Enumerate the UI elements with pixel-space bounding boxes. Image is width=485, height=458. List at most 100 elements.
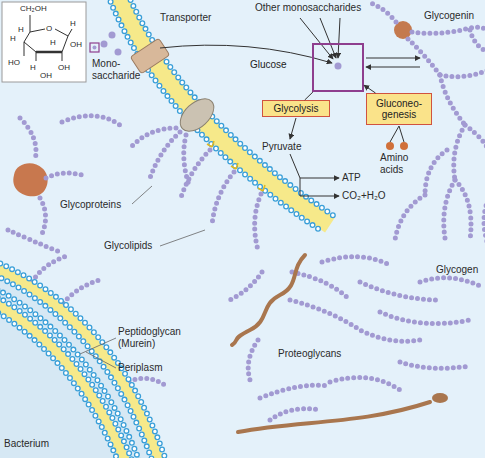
glucose-dot <box>93 46 97 50</box>
sugar-chain <box>255 194 261 250</box>
formula-atom: OH <box>58 63 70 72</box>
sugar-chain <box>465 125 485 150</box>
sugar-chain <box>32 255 70 282</box>
input-arrow <box>320 18 336 58</box>
leader-line <box>160 230 205 246</box>
part-label: CO₂+H₂O <box>342 190 386 202</box>
part-label: ATP <box>342 172 361 184</box>
uptake-arrow <box>160 45 332 63</box>
core-protein <box>232 255 305 345</box>
monosaccharide-dot <box>115 49 122 56</box>
sugar-chain <box>150 132 180 178</box>
sugar-chain <box>212 172 234 225</box>
leader-line <box>132 186 152 204</box>
formula-atom: H <box>70 19 76 28</box>
input-arrow <box>338 18 340 58</box>
ring-bond-bold <box>36 51 62 54</box>
part-label: Bacterium <box>4 438 49 450</box>
sugar-chain <box>440 75 465 125</box>
sugar-chain <box>395 195 425 240</box>
sugar-chain <box>63 280 100 303</box>
process-box: Gluconeo- genesis <box>366 93 432 125</box>
sugar-chain <box>420 278 480 286</box>
monosaccharide-dot <box>101 41 108 48</box>
sugar-chain <box>412 27 485 33</box>
connector-arrow <box>305 92 313 100</box>
cell-membrane <box>111 0 338 232</box>
formula-atom: OH <box>70 40 82 49</box>
leader-line <box>86 352 116 368</box>
lipid-marker <box>207 141 265 191</box>
amino-acid-dot <box>386 142 394 150</box>
proteoglycans <box>230 255 480 432</box>
glucose-marker <box>90 43 99 52</box>
transporter-protein <box>130 38 169 73</box>
process-box: Glycolysis <box>262 100 330 117</box>
leader-line <box>80 338 116 354</box>
sugar-chain <box>8 230 60 252</box>
sugar-chain <box>230 272 262 300</box>
glycolysis-arrow <box>290 118 296 139</box>
protein-knob <box>432 393 448 403</box>
part-label: Glycoproteins <box>60 199 121 211</box>
part-label: Glycogen <box>436 264 478 276</box>
sugar-chain <box>292 272 350 300</box>
part-label: Pyruvate <box>262 141 301 153</box>
sugar-chain <box>444 180 455 238</box>
sugar-chain <box>322 257 390 265</box>
sugar-chain <box>454 125 465 180</box>
sugar-chain <box>20 118 36 160</box>
formula-atom: CH₂OH <box>20 4 47 13</box>
connector-arrow <box>364 85 376 93</box>
pool-box: Glucose <box>312 43 364 92</box>
part-label: Peptidoglycan (Murein) <box>118 326 198 349</box>
formula-atom: OH <box>40 71 52 80</box>
sugar-chain <box>270 409 320 420</box>
formula-atom: HO <box>8 58 20 67</box>
node-label: Glucose <box>250 59 287 71</box>
sugar-chain <box>360 282 440 300</box>
sugar-chain <box>408 39 440 75</box>
sugar-chain <box>40 198 46 234</box>
glucose-dot <box>335 63 342 70</box>
formula-atom: H <box>30 63 36 72</box>
amino-acid-dot <box>400 142 408 150</box>
sugar-chain <box>260 385 330 398</box>
part-label: Glycolipids <box>104 240 152 252</box>
formula-atom: H <box>10 34 16 43</box>
node-label: Glycolysis <box>273 103 318 115</box>
formula-atom: O <box>46 24 52 33</box>
part-label: Amino acids <box>380 152 420 175</box>
part-label: Glycogenin <box>424 10 474 22</box>
lipid-heads <box>125 0 337 218</box>
sugar-chain <box>62 116 120 125</box>
sugar-chain <box>180 150 210 200</box>
lipid-heads <box>125 0 337 218</box>
atp-arrow <box>290 154 339 178</box>
sugar-chain <box>455 180 471 240</box>
lipid-heads <box>0 294 129 458</box>
part-label: Other monosaccharides <box>255 2 361 14</box>
bacterial-wall <box>0 255 166 458</box>
part-label: Mono- saccharide <box>92 58 146 81</box>
sugar-chain <box>484 200 485 245</box>
core-protein <box>238 402 430 432</box>
monosaccharide-dot <box>109 32 116 39</box>
node-label: Gluconeo- genesis <box>369 98 429 121</box>
protein-blob <box>13 163 47 196</box>
part-label: Transporter <box>160 12 211 24</box>
formula-atom: H <box>18 25 24 34</box>
sugar-chain <box>425 150 447 195</box>
amino-line <box>390 126 404 142</box>
glycogen-arrow <box>366 58 420 59</box>
ring-bonds <box>24 15 72 61</box>
sugar-chain <box>470 30 485 52</box>
sugar-chain <box>330 378 400 391</box>
co2-arrow <box>300 178 339 196</box>
formula-atom: H <box>50 38 56 47</box>
lipid-heads <box>0 294 129 458</box>
part-label: Periplasm <box>118 362 162 374</box>
